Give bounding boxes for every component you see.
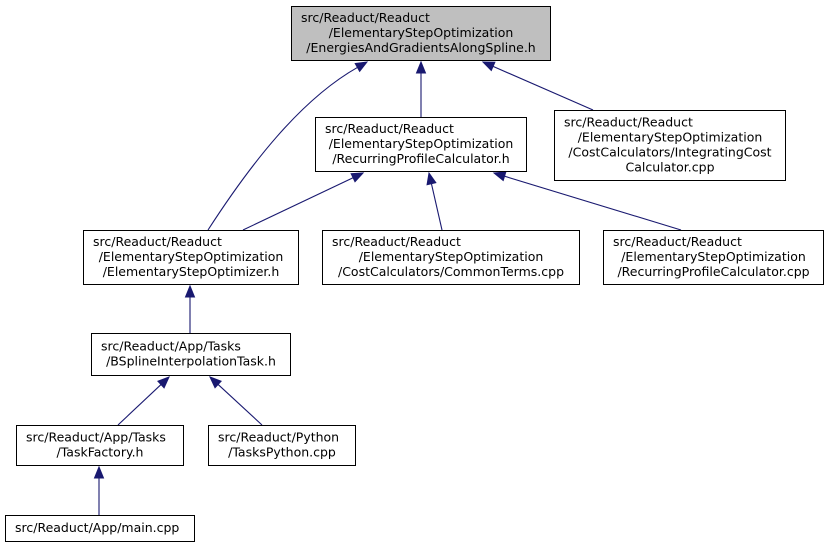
node-recurring-cpp[interactable]: src/Readuct/Readuct/ElementaryStepOptimi… xyxy=(603,230,824,285)
node-label-line: Calculator.cpp xyxy=(625,160,714,175)
edge-bspline-to-optimizer_h xyxy=(184,284,196,333)
node-box xyxy=(322,230,580,285)
arrowhead-icon xyxy=(415,60,427,74)
node-label-line: src/Readuct/Readuct xyxy=(613,234,742,249)
edge-taskfactory-to-bspline xyxy=(117,376,170,426)
node-box xyxy=(315,117,527,172)
edges-layer xyxy=(93,60,682,515)
edge-line xyxy=(207,66,358,231)
node-label-line: /TaskFactory.h xyxy=(57,445,144,460)
arrowhead-icon xyxy=(209,376,223,389)
arrowhead-icon xyxy=(481,61,496,72)
edge-commonterms-to-recurring_h xyxy=(426,171,443,231)
node-label-line: /ElementaryStepOptimization xyxy=(359,249,544,264)
node-optimizer-h[interactable]: src/Readuct/Readuct/ElementaryStepOptimi… xyxy=(83,230,299,285)
node-label-line: /RecurringProfileCalculator.h xyxy=(332,151,509,166)
edge-recurring_h-to-energies xyxy=(415,60,427,117)
node-box xyxy=(208,425,356,466)
arrowhead-icon xyxy=(93,465,105,479)
edge-integrating-to-energies xyxy=(481,61,594,111)
node-box xyxy=(83,230,299,285)
node-label-line: src/Readuct/App/Tasks xyxy=(101,339,241,354)
node-label-line: /CostCalculators/IntegratingCost xyxy=(568,145,771,160)
node-label-line: src/Readuct/Python xyxy=(218,430,339,445)
node-taskspython[interactable]: src/Readuct/Python/TasksPython.cpp xyxy=(208,425,356,466)
node-integrating[interactable]: src/Readuct/Readuct/ElementaryStepOptimi… xyxy=(554,110,786,181)
node-label-line: /ElementaryStepOptimizer.h xyxy=(103,264,280,279)
node-recurring-h[interactable]: src/Readuct/Readuct/ElementaryStepOptimi… xyxy=(315,117,527,172)
node-label-line: /TasksPython.cpp xyxy=(228,445,336,460)
edge-line xyxy=(117,384,162,426)
node-label-line: /CostCalculators/CommonTerms.cpp xyxy=(338,264,564,279)
arrowhead-icon xyxy=(492,171,507,182)
edge-line xyxy=(430,183,443,231)
node-box xyxy=(16,425,184,466)
arrowhead-icon xyxy=(354,61,369,73)
node-box xyxy=(554,110,786,181)
edge-line xyxy=(504,175,682,231)
edge-optimizer_h-to-energies xyxy=(207,61,369,231)
node-label-line: src/Readuct/App/Tasks xyxy=(26,430,166,445)
arrowhead-icon xyxy=(350,172,365,183)
node-commonterms[interactable]: src/Readuct/Readuct/ElementaryStepOptimi… xyxy=(322,230,580,285)
node-box xyxy=(291,6,551,61)
node-main[interactable]: src/Readuct/App/main.cpp xyxy=(5,515,195,542)
edge-taskspython-to-bspline xyxy=(209,376,263,426)
node-label-line: /ElementaryStepOptimization xyxy=(578,130,763,145)
node-box xyxy=(5,515,195,542)
node-bspline[interactable]: src/Readuct/App/Tasks/BSplineInterpolati… xyxy=(91,333,291,376)
node-label-line: /RecurringProfileCalculator.cpp xyxy=(617,264,809,279)
node-box xyxy=(603,230,824,285)
node-label-line: src/Readuct/Readuct xyxy=(301,10,430,25)
arrowhead-icon xyxy=(157,376,170,389)
node-energies: src/Readuct/Readuct/ElementaryStepOptimi… xyxy=(291,6,551,61)
node-label-line: /ElementaryStepOptimization xyxy=(329,25,514,40)
node-label-line: src/Readuct/Readuct xyxy=(325,121,454,136)
node-label-line: /BSplineInterpolationTask.h xyxy=(106,354,276,369)
nodes-layer: src/Readuct/Readuct/ElementaryStepOptimi… xyxy=(5,6,824,542)
edge-recurring_cpp-to-recurring_h xyxy=(492,171,682,231)
edge-line xyxy=(217,384,263,426)
arrowhead-icon xyxy=(426,171,437,186)
node-label-line: /ElementaryStepOptimization xyxy=(99,249,284,264)
node-taskfactory[interactable]: src/Readuct/App/Tasks/TaskFactory.h xyxy=(16,425,184,466)
node-label-line: src/Readuct/Readuct xyxy=(332,234,461,249)
edge-line xyxy=(242,177,354,231)
arrowhead-icon xyxy=(184,284,196,298)
node-label-line: src/Readuct/Readuct xyxy=(564,115,693,130)
edge-optimizer_h-to-recurring_h xyxy=(242,172,365,231)
node-label-line: src/Readuct/Readuct xyxy=(93,234,222,249)
edge-main-to-taskfactory xyxy=(93,465,105,515)
node-label-line: src/Readuct/App/main.cpp xyxy=(15,520,179,535)
edge-line xyxy=(492,65,594,111)
node-label-line: /EnergiesAndGradientsAlongSpline.h xyxy=(306,40,535,55)
node-box xyxy=(91,333,291,376)
node-label-line: /ElementaryStepOptimization xyxy=(621,249,806,264)
node-label-line: /ElementaryStepOptimization xyxy=(329,136,514,151)
